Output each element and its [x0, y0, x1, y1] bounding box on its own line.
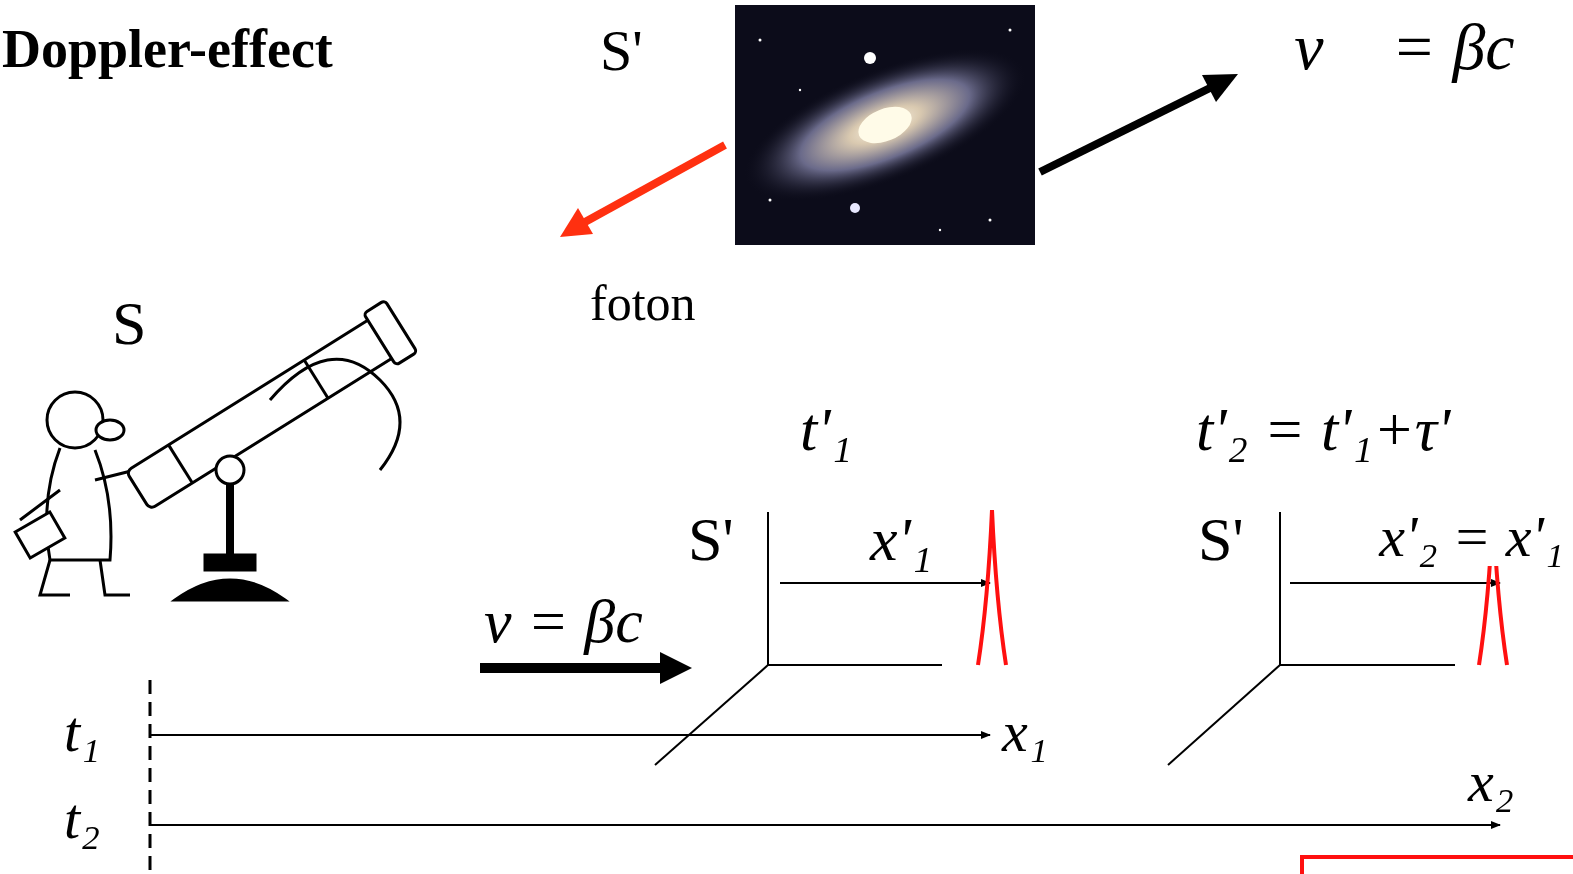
frame-axes [655, 512, 1500, 765]
distance-axis [150, 824, 1500, 826]
frame-label: S' [688, 508, 734, 570]
highlight-box [1302, 857, 1573, 874]
photon-arrow [585, 145, 725, 222]
time-label: t₁ [64, 703, 100, 761]
velocity-label: v⃗ = βc⃗ [1294, 14, 1566, 80]
photon-arrowhead [560, 208, 593, 237]
distance-axis [150, 734, 990, 736]
time-label: t₂ [64, 790, 100, 848]
galaxy-image [725, 5, 1044, 245]
velocity-arrowhead [1202, 74, 1238, 102]
time-label: t'₁ [800, 398, 852, 460]
velocity-arrow [1040, 88, 1210, 172]
photon-label: foton [590, 278, 696, 328]
observer-line [149, 680, 152, 874]
position-label: x'₁ [868, 508, 934, 570]
motion-arrowhead [660, 652, 692, 684]
time-label: t'₂ = t'₁+τ' [1196, 398, 1450, 460]
position-label: x₂ [1468, 753, 1514, 811]
frame-label: S' [1198, 508, 1244, 570]
frame-label: S' [600, 22, 643, 80]
velocity-label: v = βc [484, 590, 643, 652]
observer-cartoon [15, 300, 417, 600]
position-label: x₁ [1002, 703, 1048, 761]
motion-arrow [480, 663, 665, 673]
frame-label: S [112, 292, 146, 354]
position-label: x'₂ = x'₁ [1377, 508, 1566, 566]
slide-title: Doppler-effect [2, 22, 333, 76]
